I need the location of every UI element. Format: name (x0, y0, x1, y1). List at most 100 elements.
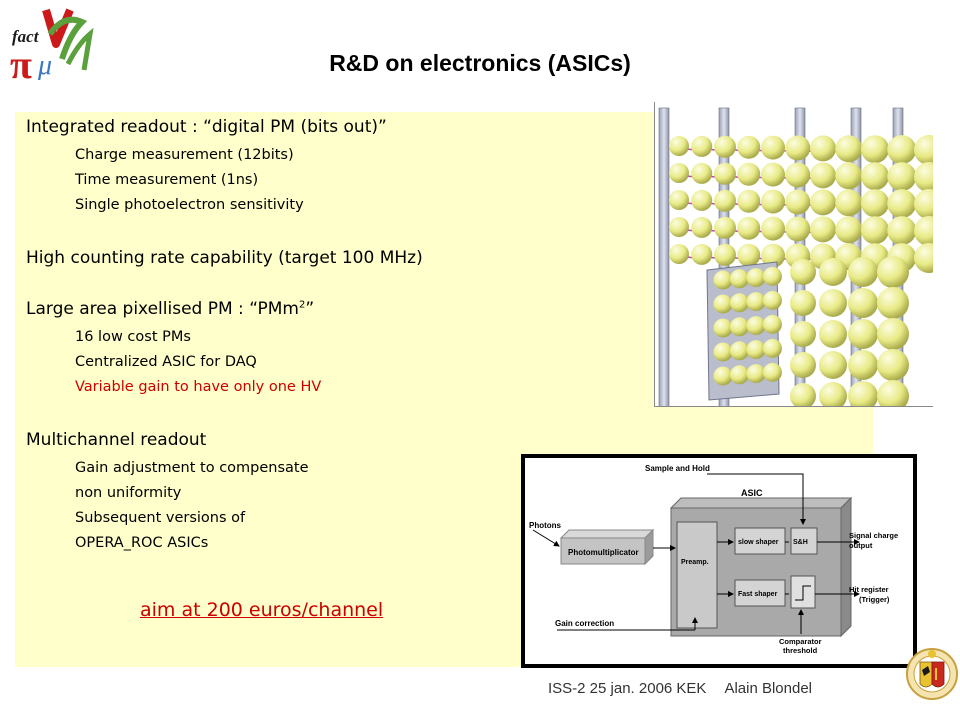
pm-sphere (790, 259, 816, 285)
svg-text:ν: ν (54, 28, 56, 33)
pm-sphere (790, 290, 816, 316)
pm-sphere (785, 162, 811, 188)
svg-text:slow shaper: slow shaper (738, 539, 779, 546)
svg-text:output: output (849, 541, 873, 550)
pm-sphere (887, 135, 917, 165)
pm-sphere (835, 216, 863, 244)
pm-sphere (691, 216, 713, 238)
goal-statement: aim at 200 euros/channel (140, 599, 384, 621)
pm-sphere (763, 338, 782, 358)
pm-sphere (714, 216, 736, 239)
pm-sphere (810, 189, 836, 216)
svg-text:(Trigger): (Trigger) (859, 595, 890, 604)
pm-sphere (877, 349, 909, 381)
pm-sphere (761, 189, 785, 214)
sub-point: non uniformity (75, 485, 182, 501)
sub-point: 16 low cost PMs (75, 329, 191, 345)
pm-sphere (691, 135, 713, 157)
photomultiplier-block (560, 537, 646, 565)
pm-sphere (785, 135, 811, 161)
pm-sphere (819, 351, 847, 379)
pm-sphere (763, 290, 782, 310)
svg-text:π: π (10, 42, 32, 84)
pm-sphere (763, 266, 782, 286)
pm-sphere (730, 365, 749, 385)
sub-point: Subsequent versions of (75, 510, 246, 526)
svg-text:threshold: threshold (783, 646, 818, 655)
pm-sphere (761, 216, 785, 241)
pm-sphere (810, 135, 836, 162)
pm-sphere (848, 319, 878, 349)
pm-sphere (914, 243, 944, 273)
pm-sphere (669, 190, 689, 210)
footer-event: ISS-2 25 jan. 2006 KEK (548, 680, 707, 697)
pm-sphere (713, 366, 733, 386)
svg-text:ASIC: ASIC (741, 488, 763, 498)
pm-sphere (914, 189, 944, 219)
svg-text:Preamp.: Preamp. (681, 559, 709, 566)
svg-text:Photons: Photons (529, 521, 562, 530)
pm-sphere (713, 270, 733, 290)
sub-point: Single photoelectron sensitivity (75, 197, 304, 213)
pm-sphere (819, 289, 847, 317)
pm-sphere (763, 314, 782, 334)
pm-sphere (713, 342, 733, 362)
pm-sphere (714, 243, 736, 266)
svg-text:Hit register: Hit register (849, 585, 889, 594)
pm-sphere (887, 189, 917, 219)
point-large-area-pm: Large area pixellised PM : “PMm2” (26, 299, 315, 319)
university-seal (900, 636, 958, 712)
sub-point: Time measurement (1ns) (75, 172, 259, 188)
pm-sphere (746, 316, 766, 336)
pm-sphere (877, 287, 909, 319)
pm-sphere (746, 268, 766, 288)
svg-text:μ: μ (37, 50, 52, 81)
pm-sphere (790, 321, 816, 347)
slow-shaper-block (734, 527, 786, 555)
pm-sphere (835, 162, 863, 190)
facility-logo: fact π μ ν (4, 4, 96, 87)
pm-sphere (746, 292, 766, 312)
pm-sphere (714, 135, 736, 158)
pm-front-panel (706, 261, 782, 401)
pm-sphere (714, 162, 736, 185)
pm-sphere (761, 135, 785, 160)
pm-sphere (785, 189, 811, 215)
pm-sphere (691, 243, 713, 265)
sub-point-highlight: Variable gain to have only one HV (75, 379, 322, 395)
pm-sphere (746, 364, 766, 384)
frame-bar (658, 107, 670, 409)
pm-sphere (848, 350, 878, 380)
pm-array-image (654, 102, 951, 412)
svg-text:Sample and Hold: Sample and Hold (645, 464, 710, 473)
pm-sphere (877, 380, 909, 412)
pm-sphere (785, 216, 811, 242)
pm-sphere (835, 135, 863, 163)
pm-sphere (835, 189, 863, 217)
pm-sphere (669, 217, 689, 237)
pm-sphere (713, 294, 733, 314)
pm-sphere (737, 162, 761, 186)
pm-sphere (887, 216, 917, 246)
sub-point: Centralized ASIC for DAQ (75, 354, 257, 370)
sub-point: OPERA_ROC ASICs (75, 535, 209, 551)
preamp-block (676, 521, 718, 629)
footer-author: Alain Blondel (724, 680, 812, 697)
point-multichannel: Multichannel readout (26, 430, 207, 450)
pm-sphere (730, 269, 749, 289)
pm-sphere (691, 189, 713, 211)
pm-sphere (691, 162, 713, 184)
pm-sphere (713, 318, 733, 338)
pm-sphere (861, 189, 889, 218)
pm-sphere (861, 135, 889, 164)
comparator-block (790, 575, 816, 609)
pm-sphere (810, 216, 836, 243)
pm-sphere (669, 244, 689, 264)
svg-text:Photomultiplicator: Photomultiplicator (568, 548, 639, 557)
pm-sphere (877, 256, 909, 288)
pm-sphere (819, 320, 847, 348)
pm-sphere (877, 318, 909, 350)
pm-sphere (819, 258, 847, 286)
pm-sphere (761, 162, 785, 187)
point-counting-rate: High counting rate capability (target 10… (26, 248, 423, 268)
